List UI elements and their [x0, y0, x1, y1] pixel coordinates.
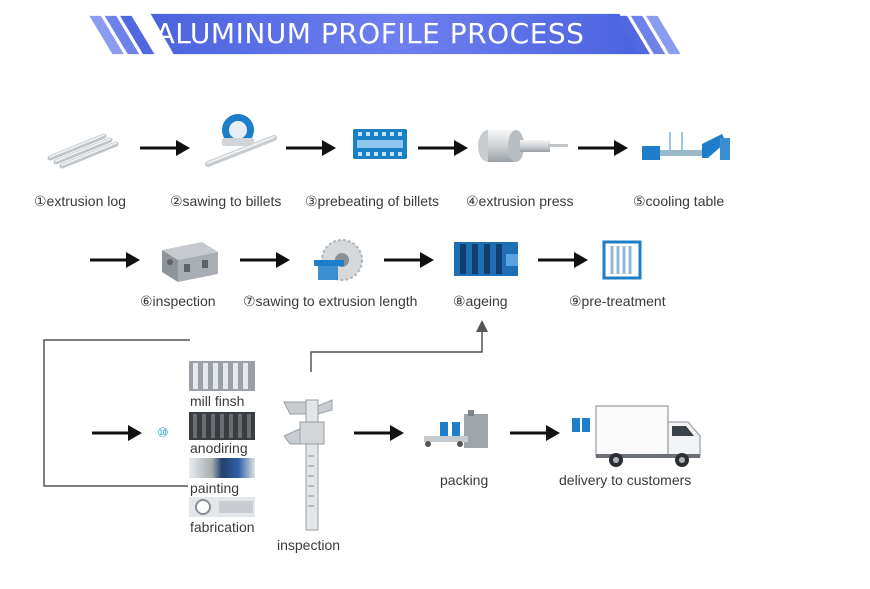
arrow-2-3	[286, 140, 336, 156]
circular-saw-icon	[314, 239, 363, 281]
step-9-label: ⑨pre-treatment	[569, 293, 666, 309]
arrow-5-6	[90, 252, 140, 268]
packing-machine-icon	[424, 410, 488, 448]
step-3-label: ③prebeating of billets	[305, 193, 439, 209]
ageing-oven-icon	[454, 242, 518, 276]
packing-label: packing	[440, 472, 489, 488]
inspection-label: inspection	[277, 537, 341, 553]
step-1-label: ①extrusion log	[34, 193, 126, 209]
delivery-label: delivery to customers	[559, 472, 692, 488]
finish-anodizing-label: anodiring	[190, 440, 248, 456]
arrow-8-9	[538, 252, 588, 268]
title-banner	[89, 13, 681, 55]
saw-blade-icon	[205, 114, 277, 167]
step-10-marker: ⑩	[157, 425, 169, 440]
step-8-label: ⑧ageing	[453, 293, 508, 309]
arrow-1-2	[140, 140, 190, 156]
fabrication-swatch-icon	[189, 497, 255, 517]
arrow-to-packing	[354, 425, 404, 441]
painting-swatch-icon	[189, 458, 255, 478]
step-4-label: ④extrusion press	[466, 193, 574, 209]
step-2-label: ②sawing to billets	[170, 193, 282, 209]
arrow-6-7	[240, 252, 290, 268]
step-6-label: ⑥inspection	[140, 293, 216, 309]
furnace-icon	[353, 129, 407, 159]
page-title: ALUMINUM PROFILE PROCESS	[155, 17, 585, 50]
step-7-label: ⑦sawing to extrusion length	[243, 293, 418, 309]
left-stripes-icon	[89, 15, 155, 55]
extrusion-press-icon	[478, 130, 568, 162]
extrusion-log-icon	[47, 133, 119, 169]
finish-mill-label: mill finsh	[190, 393, 245, 409]
step-5-label: ⑤cooling table	[633, 193, 725, 209]
anodizing-swatch-icon	[189, 412, 255, 440]
aluminum-profile-icon	[162, 242, 218, 282]
finish-painting-label: painting	[190, 480, 240, 496]
right-stripes-icon	[615, 15, 681, 55]
mill-finish-swatch-icon	[189, 361, 255, 391]
arrow-3-4	[418, 140, 468, 156]
arrow-7-8	[384, 252, 434, 268]
finish-fabrication-label: fabrication	[190, 519, 255, 535]
caliper-icon	[283, 399, 333, 531]
arrow-4-5	[578, 140, 628, 156]
delivery-truck-icon	[572, 405, 701, 467]
arrow-to-delivery	[510, 425, 560, 441]
arrow-to-step-10	[92, 425, 142, 441]
cooling-table-icon	[642, 132, 730, 160]
pretreatment-rack-icon	[602, 240, 642, 280]
